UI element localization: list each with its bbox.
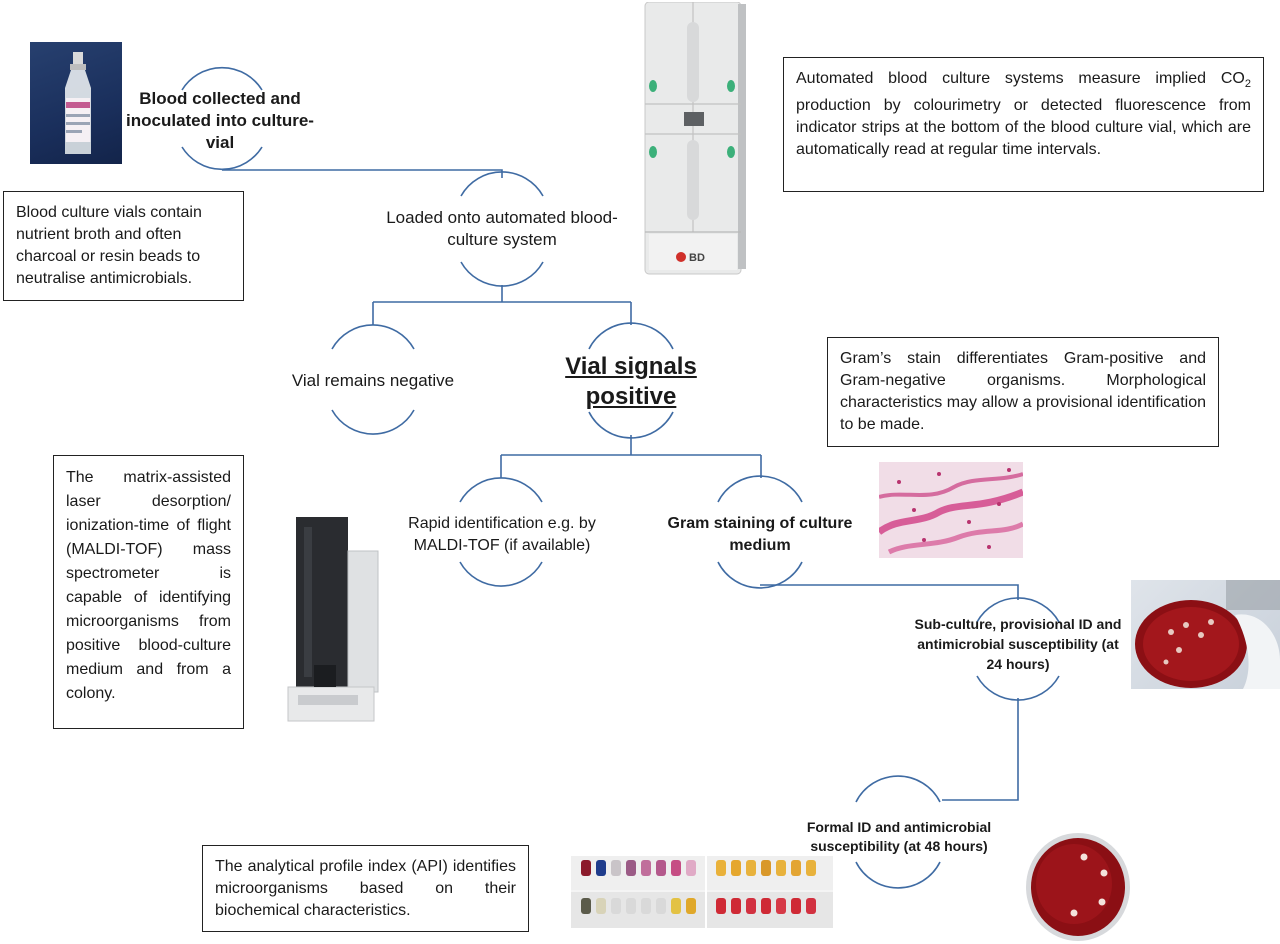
automated-culture-instrument-photo: BD xyxy=(643,2,746,276)
step-vial-positive: Vial signals positive xyxy=(565,353,697,410)
step-vial-negative: Vial remains negative xyxy=(291,371,455,390)
step-subculture: Sub-culture, provisional ID and antimicr… xyxy=(914,616,1122,672)
note-vial-broth: Blood culture vials contain nutrient bro… xyxy=(3,191,244,301)
formal-id-agar-plate-photo xyxy=(1024,830,1132,944)
maldi-image xyxy=(287,517,379,722)
connector-collected-loaded xyxy=(222,169,503,178)
step-formal-id: Formal ID and antimicrobial susceptibili… xyxy=(806,819,992,854)
step-loaded-automated-system: Loaded onto automated blood-culture syst… xyxy=(386,208,618,249)
note-vial-broth-text: Blood culture vials contain nutrient bro… xyxy=(16,204,202,287)
agar-plate-image xyxy=(1135,580,1280,689)
bracket-formal-top xyxy=(855,775,941,803)
bracket-rapid-top xyxy=(459,477,543,503)
note-automated-text-suffix: production by colourimetry or detected f… xyxy=(796,97,1251,159)
bracket-positive-top xyxy=(588,322,674,350)
bracket-collected-top xyxy=(181,66,263,91)
api-strip-photo xyxy=(571,856,833,928)
note-api: The analytical profile index (API) ident… xyxy=(202,845,529,932)
instrument-image: BD xyxy=(644,2,746,275)
vial-image xyxy=(65,52,91,154)
bracket-gram-top xyxy=(717,475,803,503)
connector-gram-subculture xyxy=(760,584,1019,600)
note-automated-systems: Automated blood culture systems measure … xyxy=(783,57,1264,192)
blood-culture-vial-photo xyxy=(30,42,122,164)
note-automated-subscript: 2 xyxy=(1244,78,1251,91)
bracket-loaded-top xyxy=(460,171,544,197)
bracket-loaded-bottom xyxy=(460,261,544,287)
maldi-tof-instrument-photo xyxy=(284,515,380,729)
bracket-subculture-top xyxy=(976,597,1060,623)
step-rapid-identification: Rapid identification e.g. by MALDI-TOF (… xyxy=(408,515,596,554)
subculture-agar-plate-photo xyxy=(1131,580,1280,689)
bracket-positive-bottom xyxy=(588,411,674,439)
bracket-negative-bottom xyxy=(331,409,415,435)
bracket-gram-bottom xyxy=(717,561,803,589)
note-automated-text-prefix: Automated blood culture systems measure … xyxy=(796,70,1245,87)
note-api-text: The analytical profile index (API) ident… xyxy=(215,858,516,919)
note-gram-stain-text: Gram’s stain differentiates Gram-positiv… xyxy=(840,350,1206,433)
bracket-rapid-bottom xyxy=(459,561,543,587)
note-gram-stain: Gram’s stain differentiates Gram-positiv… xyxy=(827,337,1219,447)
instrument-logo: BD xyxy=(689,252,705,264)
connector-subculture-formal xyxy=(942,698,1019,801)
formal-plate-image xyxy=(1026,833,1130,941)
note-maldi-tof-text: The matrix-assisted laser desorption/ io… xyxy=(66,469,231,702)
bracket-negative-top xyxy=(331,324,415,350)
bracket-subculture-bottom xyxy=(976,675,1060,701)
note-maldi-tof: The matrix-assisted laser desorption/ io… xyxy=(53,455,244,729)
step-blood-collected: Blood collected and inoculated into cult… xyxy=(126,89,314,152)
bracket-formal-bottom xyxy=(855,861,941,889)
step-gram-staining: Gram staining of culture medium xyxy=(667,515,853,554)
api-strip-image xyxy=(571,856,833,928)
micrograph-image xyxy=(879,468,1023,555)
gram-stain-micrograph xyxy=(879,462,1023,558)
